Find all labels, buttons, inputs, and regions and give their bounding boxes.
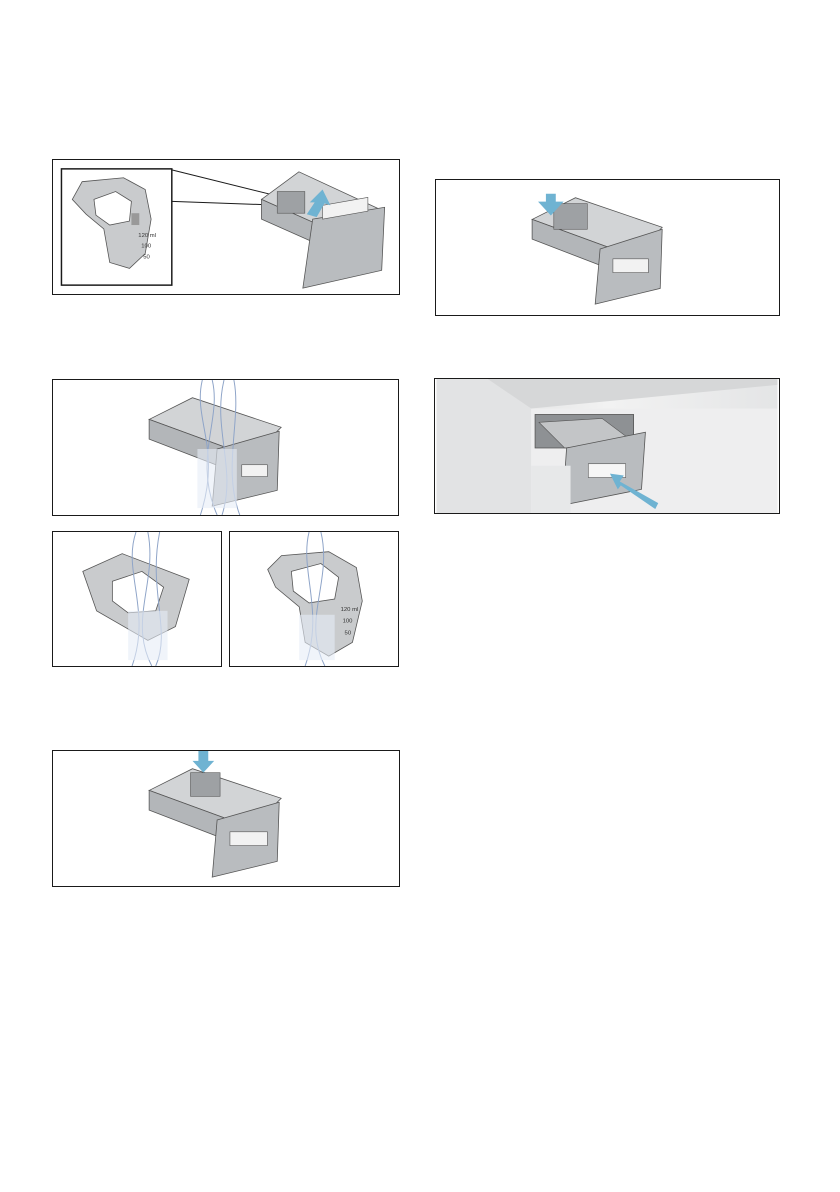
drawer-press-illustration xyxy=(53,751,399,886)
callout-50-b: 50 xyxy=(345,630,352,636)
drawer-rinse-illustration xyxy=(53,380,398,515)
insert-rinse-illustration-b: 120 ml 100 50 xyxy=(230,532,398,666)
figure-insert-drawer xyxy=(434,378,780,514)
callout-100: 100 xyxy=(141,244,152,250)
figure-remove-insert: 120 ml 100 50 xyxy=(52,159,400,295)
figure-rinse-drawer xyxy=(52,379,399,516)
insert-rinse-illustration-a xyxy=(53,532,221,666)
figure-rinse-insert-a xyxy=(52,531,222,667)
drawer-press-illustration-right xyxy=(436,180,779,315)
callout-120ml: 120 ml xyxy=(138,233,156,239)
figure-press-insert-right xyxy=(435,179,780,316)
callout-120ml-b: 120 ml xyxy=(341,607,359,613)
figure-press-insert xyxy=(52,750,400,887)
figure-rinse-insert-b: 120 ml 100 50 xyxy=(229,531,399,667)
machine-drawer-illustration xyxy=(435,379,779,513)
drawer-illustration: 120 ml 100 50 xyxy=(53,160,399,294)
callout-50: 50 xyxy=(143,255,150,261)
callout-100-b: 100 xyxy=(343,619,354,625)
